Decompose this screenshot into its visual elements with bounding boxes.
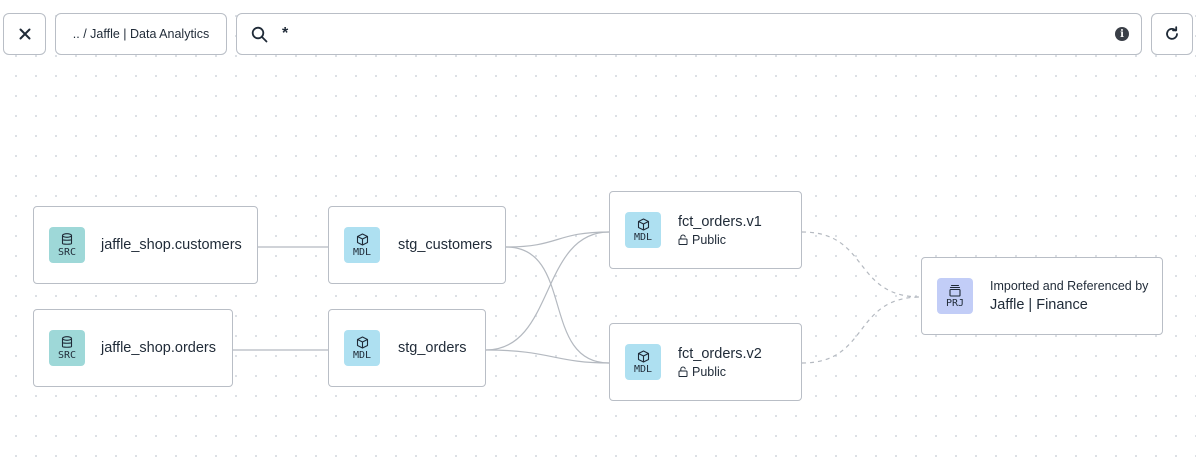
database-icon [61, 335, 73, 348]
refresh-button[interactable] [1151, 13, 1193, 55]
cube-icon [356, 335, 368, 349]
badge-label: MDL [352, 349, 372, 361]
node-model-stg-orders[interactable]: MDL stg_orders [328, 309, 486, 387]
node-title: fct_orders.v1 [678, 213, 762, 230]
node-title: stg_orders [398, 340, 467, 356]
badge-label: MDL [633, 363, 653, 375]
edge-stg-orders-to-fct-v2 [485, 349, 610, 364]
breadcrumb: .. / Jaffle | Data Analytics [72, 27, 210, 41]
close-button[interactable] [3, 13, 46, 55]
access-label: Public [678, 365, 762, 379]
project-icon [949, 284, 961, 297]
cube-icon [637, 349, 649, 363]
node-model-fct-orders-v2[interactable]: MDL fct_orders.v2 Public [609, 323, 802, 401]
node-title: jaffle_shop.customers [101, 237, 242, 253]
badge-label: SRC [57, 246, 77, 258]
project-badge: PRJ [937, 278, 973, 314]
search-box[interactable]: i [236, 13, 1142, 55]
badge-label: PRJ [945, 297, 965, 309]
model-badge: MDL [344, 227, 380, 263]
cube-icon [356, 232, 368, 246]
breadcrumb-button[interactable]: .. / Jaffle | Data Analytics [55, 13, 227, 55]
access-text: Public [692, 364, 727, 379]
edge-fct-v2-to-project [801, 296, 922, 364]
node-source-customers[interactable]: SRC jaffle_shop.customers [33, 206, 258, 284]
badge-label: MDL [633, 231, 653, 243]
node-text: fct_orders.v1 Public [678, 214, 762, 247]
model-badge: MDL [344, 330, 380, 366]
search-icon [251, 26, 268, 42]
node-model-stg-customers[interactable]: MDL stg_customers [328, 206, 506, 284]
model-badge: MDL [625, 344, 661, 380]
node-text: fct_orders.v2 Public [678, 346, 762, 379]
model-badge: MDL [625, 212, 661, 248]
node-title: jaffle_shop.orders [101, 340, 217, 356]
info-glyph: i [1120, 28, 1124, 40]
access-label: Public [678, 233, 762, 247]
source-badge: SRC [49, 227, 85, 263]
node-text: Imported and Referenced by Jaffle | Fina… [990, 279, 1148, 313]
edge-stg-customers-to-fct-v2 [505, 246, 610, 364]
info-icon[interactable]: i [1115, 27, 1129, 41]
unlock-icon [678, 234, 688, 245]
source-badge: SRC [49, 330, 85, 366]
edge-fct-v1-to-project [801, 231, 922, 298]
access-text: Public [692, 232, 727, 247]
node-model-fct-orders-v1[interactable]: MDL fct_orders.v1 Public [609, 191, 802, 269]
badge-label: SRC [57, 349, 77, 361]
refresh-icon [1166, 26, 1178, 40]
close-icon [19, 28, 30, 40]
project-name: Jaffle | Finance [990, 297, 1088, 313]
node-source-orders[interactable]: SRC jaffle_shop.orders [33, 309, 233, 387]
edge-stg-customers-to-fct-v1 [505, 231, 610, 248]
badge-label: MDL [352, 246, 372, 258]
node-title: stg_customers [398, 237, 493, 253]
unlock-icon [678, 366, 688, 377]
search-input[interactable] [280, 24, 1115, 44]
node-title: fct_orders.v2 [678, 345, 762, 362]
project-caption: Imported and Referenced by [990, 279, 1149, 293]
database-icon [61, 232, 73, 245]
node-project-finance[interactable]: PRJ Imported and Referenced by Jaffle | … [921, 257, 1163, 335]
cube-icon [637, 217, 649, 231]
